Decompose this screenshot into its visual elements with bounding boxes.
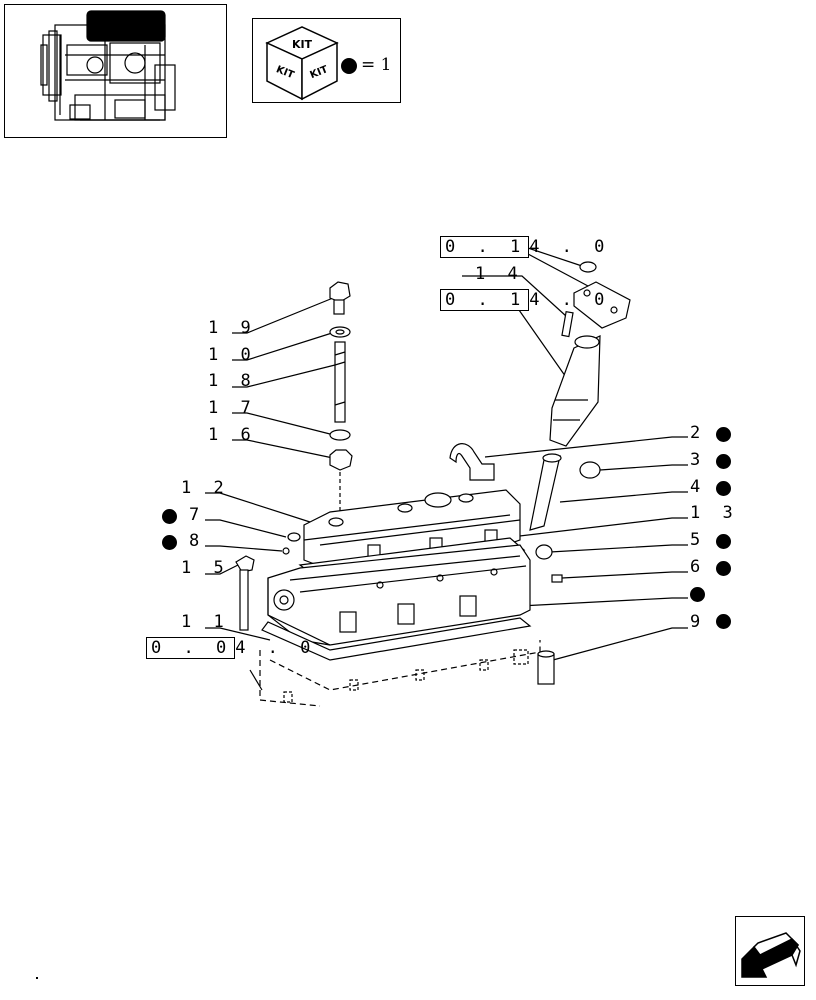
- part-label-19: 1 9: [208, 318, 257, 338]
- leader-19: [232, 297, 334, 334]
- kit-bullet-unlabeled: [690, 587, 705, 602]
- leader-3: [599, 464, 688, 471]
- part-label-17: 1 7: [208, 398, 257, 418]
- small-plug: [551, 574, 563, 583]
- kit-bullet-3: [716, 454, 731, 469]
- part-label-4: 4: [690, 477, 707, 497]
- part-label-2: 2: [690, 423, 707, 443]
- part-label-15: 1 5: [181, 558, 230, 578]
- kit-bullet-4: [716, 481, 731, 496]
- part-label-8: 8: [189, 531, 206, 551]
- engine-thumbnail: [4, 4, 227, 138]
- leader-18: [232, 364, 336, 388]
- leader-ref1b: [527, 253, 589, 287]
- head-gasket: [261, 617, 532, 661]
- stud-stack: [329, 281, 353, 518]
- next-page-button[interactable]: [735, 916, 805, 986]
- engine-block-partial: [259, 640, 541, 707]
- part-label-7: 7: [189, 505, 206, 525]
- leader-2: [484, 436, 688, 458]
- head-bolt: [235, 555, 255, 631]
- leader-15: [205, 564, 239, 575]
- part-label-5: 5: [690, 530, 707, 550]
- leader-13: [459, 517, 688, 544]
- kit-bullet-8: [162, 535, 177, 550]
- leader-16: [232, 439, 334, 459]
- leader-10: [232, 332, 333, 361]
- breather-pipe: [449, 443, 495, 481]
- part-label-11: 1 1: [181, 612, 230, 632]
- leader-unlabeled: [519, 597, 688, 607]
- part-label-16: 1 6: [208, 425, 257, 445]
- kit-bullet-icon: [341, 58, 357, 74]
- part-label-12: 1 2: [181, 478, 230, 498]
- leader-9: [552, 627, 688, 661]
- leader-ref2: [496, 299, 569, 381]
- next-page-arrow-icon: [741, 932, 801, 978]
- sleeve-tube: [529, 453, 562, 531]
- leader-ref1: [527, 247, 586, 268]
- kit-bullet-5: [716, 534, 731, 549]
- leader-11: [205, 627, 271, 641]
- leader-8: [205, 545, 283, 552]
- leader-5: [549, 544, 688, 553]
- kit-bullet-9: [716, 614, 731, 629]
- leader-14: [462, 275, 567, 317]
- part-label-14: 1 4: [475, 264, 524, 284]
- kit-bullet-2: [716, 427, 731, 442]
- part-label-10: 1 0: [208, 345, 257, 365]
- leader-4: [559, 491, 688, 503]
- part-label-9: 9: [690, 612, 707, 632]
- leader-6: [561, 571, 688, 579]
- injector-assembly: [549, 261, 631, 447]
- leader-17: [232, 412, 331, 435]
- kit-legend-box: KIT KIT KIT: [252, 18, 401, 103]
- part-label-13: 1 3: [690, 503, 739, 523]
- plug-cap: [535, 544, 553, 560]
- part-label-6: 6: [690, 557, 707, 577]
- o-ring: [579, 461, 601, 479]
- page-dot: [36, 977, 38, 979]
- kit-bullet-7: [162, 509, 177, 524]
- part-label-3: 3: [690, 450, 707, 470]
- dowel-pin: [537, 650, 555, 685]
- leader-12: [205, 492, 311, 523]
- leader-ref3: [249, 669, 263, 691]
- svg-text:KIT: KIT: [292, 38, 313, 51]
- cylinder-head: [267, 544, 531, 646]
- kit-cube-icon: KIT KIT KIT: [265, 26, 339, 101]
- kit-bullet-6: [716, 561, 731, 576]
- part-label-18: 1 8: [208, 371, 257, 391]
- leader-7: [205, 519, 287, 538]
- kit-equals-label: = 1: [361, 55, 392, 75]
- engine-thumbnail-icon: [40, 10, 176, 121]
